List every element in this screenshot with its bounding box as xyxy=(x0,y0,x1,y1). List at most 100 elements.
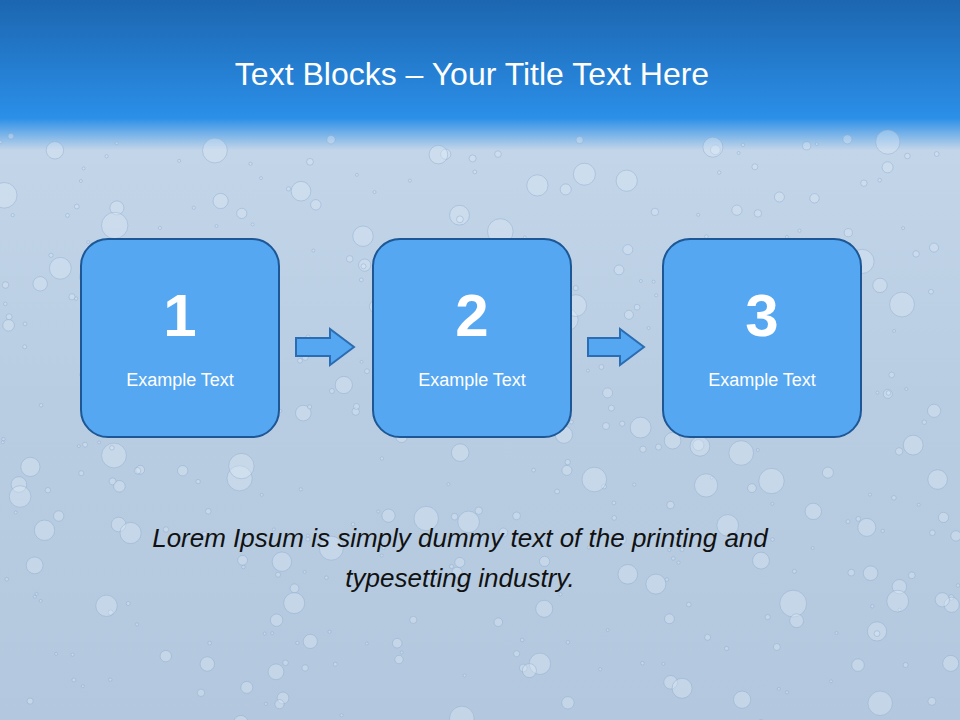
water-droplet xyxy=(66,214,70,218)
water-droplet xyxy=(0,141,2,144)
water-droplet xyxy=(565,459,570,464)
water-droplet xyxy=(251,223,254,226)
water-droplet xyxy=(876,391,879,394)
water-droplet xyxy=(624,310,633,319)
water-droplet xyxy=(33,595,36,598)
water-droplet xyxy=(81,685,84,688)
slide-title: Text Blocks – Your Title Text Here xyxy=(0,54,944,94)
water-droplet xyxy=(903,663,908,668)
step-number: 3 xyxy=(745,286,778,346)
water-droplet xyxy=(667,501,675,509)
water-droplet xyxy=(115,142,118,145)
water-droplet xyxy=(555,489,560,494)
water-droplet xyxy=(196,479,200,483)
water-droplet xyxy=(447,483,450,486)
water-droplet xyxy=(110,446,115,451)
water-droplet xyxy=(290,584,299,593)
water-droplet xyxy=(639,280,642,283)
water-droplet xyxy=(365,369,370,374)
water-droplet xyxy=(178,159,181,162)
water-droplet xyxy=(272,552,291,571)
water-droplet xyxy=(612,501,616,505)
water-droplet xyxy=(450,205,470,225)
water-droplet xyxy=(158,226,161,229)
water-droplet xyxy=(333,662,337,666)
water-droplet xyxy=(346,256,353,263)
water-droplet xyxy=(576,136,583,143)
water-droplet xyxy=(867,622,886,641)
water-droplet xyxy=(325,576,329,580)
water-droplet xyxy=(109,678,112,681)
water-droplet xyxy=(690,436,710,456)
water-droplet xyxy=(303,570,306,573)
water-droplet xyxy=(536,600,553,617)
water-droplet xyxy=(566,641,570,645)
water-droplet xyxy=(665,614,675,624)
water-droplet xyxy=(241,681,253,693)
water-droplet xyxy=(39,599,42,602)
water-droplet xyxy=(234,715,248,720)
water-droplet xyxy=(495,151,502,158)
step-text: Example Text xyxy=(708,369,816,391)
water-droplet xyxy=(276,572,281,577)
water-droplet xyxy=(340,714,343,717)
water-droplet xyxy=(275,700,284,709)
water-droplet xyxy=(928,404,941,417)
water-droplet xyxy=(197,689,204,696)
water-droplet xyxy=(298,358,303,363)
water-droplet xyxy=(451,513,458,520)
water-droplet xyxy=(606,629,609,632)
water-droplet xyxy=(527,175,548,196)
water-droplet xyxy=(785,691,788,694)
water-droplet xyxy=(844,229,852,237)
water-droplet xyxy=(291,181,311,201)
water-droplet xyxy=(192,206,195,209)
water-droplet xyxy=(353,226,373,246)
caption-text: Lorem Ipsum is simply dummy text of the … xyxy=(110,518,810,598)
water-droplet xyxy=(703,137,723,157)
water-droplet xyxy=(756,449,759,452)
water-droplet xyxy=(71,653,74,656)
water-droplet xyxy=(725,646,729,650)
water-droplet xyxy=(930,243,939,252)
water-droplet xyxy=(573,286,578,291)
water-droplet xyxy=(672,557,676,561)
water-droplet xyxy=(26,557,43,574)
water-droplet xyxy=(882,162,893,173)
water-droplet xyxy=(359,259,371,271)
water-droplet xyxy=(39,404,43,408)
water-droplet xyxy=(803,142,811,150)
water-droplet xyxy=(873,278,887,292)
water-droplet xyxy=(586,369,589,372)
water-droplet xyxy=(0,183,17,209)
water-droplet xyxy=(296,405,312,421)
water-droplet xyxy=(874,631,880,637)
water-droplet xyxy=(429,145,448,164)
water-droplet xyxy=(928,470,948,490)
water-droplet xyxy=(930,530,936,536)
water-droplet xyxy=(2,282,9,289)
water-droplet xyxy=(895,448,902,455)
water-droplet xyxy=(905,153,911,159)
water-droplet xyxy=(893,330,896,333)
water-droplet xyxy=(328,630,331,633)
water-droplet xyxy=(887,590,909,612)
water-droplet xyxy=(6,314,12,320)
water-droplet xyxy=(520,638,524,642)
water-droplet xyxy=(114,481,126,493)
water-droplet xyxy=(408,179,411,182)
step-number: 2 xyxy=(455,286,488,346)
water-droplet xyxy=(687,602,692,607)
water-droplet xyxy=(633,483,636,486)
water-droplet xyxy=(522,664,536,678)
water-droplet xyxy=(377,510,380,513)
water-droplet xyxy=(215,225,218,228)
water-droplet xyxy=(208,641,212,645)
water-droplet xyxy=(286,187,290,191)
water-droplet xyxy=(46,142,63,159)
water-droplet xyxy=(23,322,27,326)
water-droplet xyxy=(400,651,403,654)
water-droplet xyxy=(647,327,650,330)
water-droplet xyxy=(373,191,376,194)
water-droplet xyxy=(359,278,363,282)
